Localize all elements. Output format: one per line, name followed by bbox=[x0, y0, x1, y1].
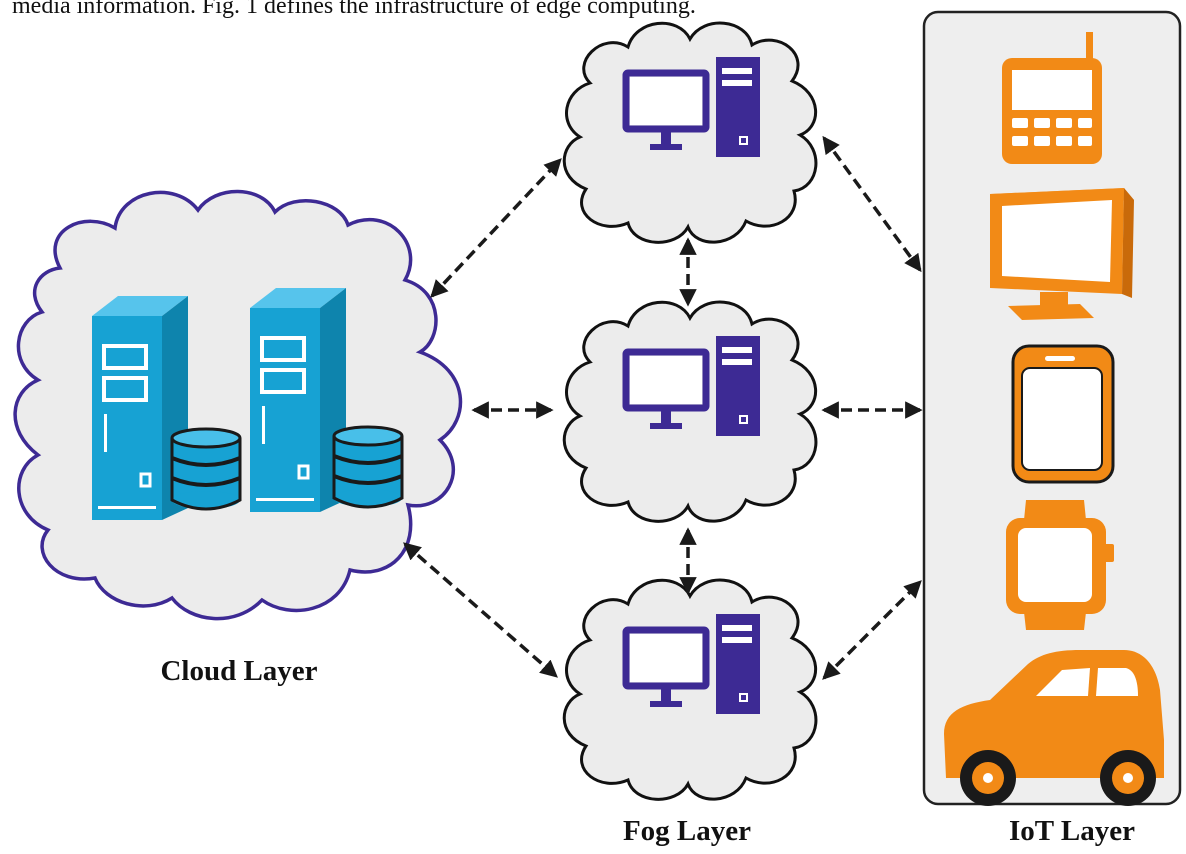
smartphone-icon bbox=[1011, 344, 1115, 484]
fog-node-bottom bbox=[562, 578, 818, 801]
fog-layer-label: Fog Layer bbox=[623, 815, 751, 847]
iot-layer bbox=[922, 10, 1182, 806]
smartwatch-icon bbox=[1006, 500, 1114, 630]
connections bbox=[403, 135, 923, 680]
server-icon bbox=[248, 286, 348, 514]
fog-cloud bbox=[562, 300, 818, 523]
fog-cloud bbox=[562, 578, 818, 801]
iot-layer-label: IoT Layer bbox=[1009, 815, 1135, 847]
caption-text: media information. Fig. 1 defines the in… bbox=[12, 0, 696, 19]
cloud-layer-label: Cloud Layer bbox=[160, 655, 317, 687]
car-icon bbox=[944, 650, 1164, 806]
cloud-layer bbox=[13, 189, 463, 621]
fog-bottom-to-iot-arrow bbox=[822, 580, 922, 680]
mobile-phone-icon bbox=[1002, 32, 1102, 164]
fog-node-top bbox=[562, 21, 818, 244]
database-icon bbox=[332, 425, 404, 509]
monitor-icon bbox=[990, 188, 1134, 320]
fog-node-middle bbox=[562, 300, 818, 523]
cloud-to-fog-bottom-arrow bbox=[403, 542, 558, 678]
cloud-layer-cloud bbox=[13, 189, 463, 621]
cloud-to-fog-top-arrow bbox=[430, 158, 562, 298]
fog-top-to-iot-arrow bbox=[822, 135, 922, 273]
fog-cloud bbox=[562, 21, 818, 244]
database-icon bbox=[170, 427, 242, 511]
fog-layer bbox=[562, 21, 818, 801]
